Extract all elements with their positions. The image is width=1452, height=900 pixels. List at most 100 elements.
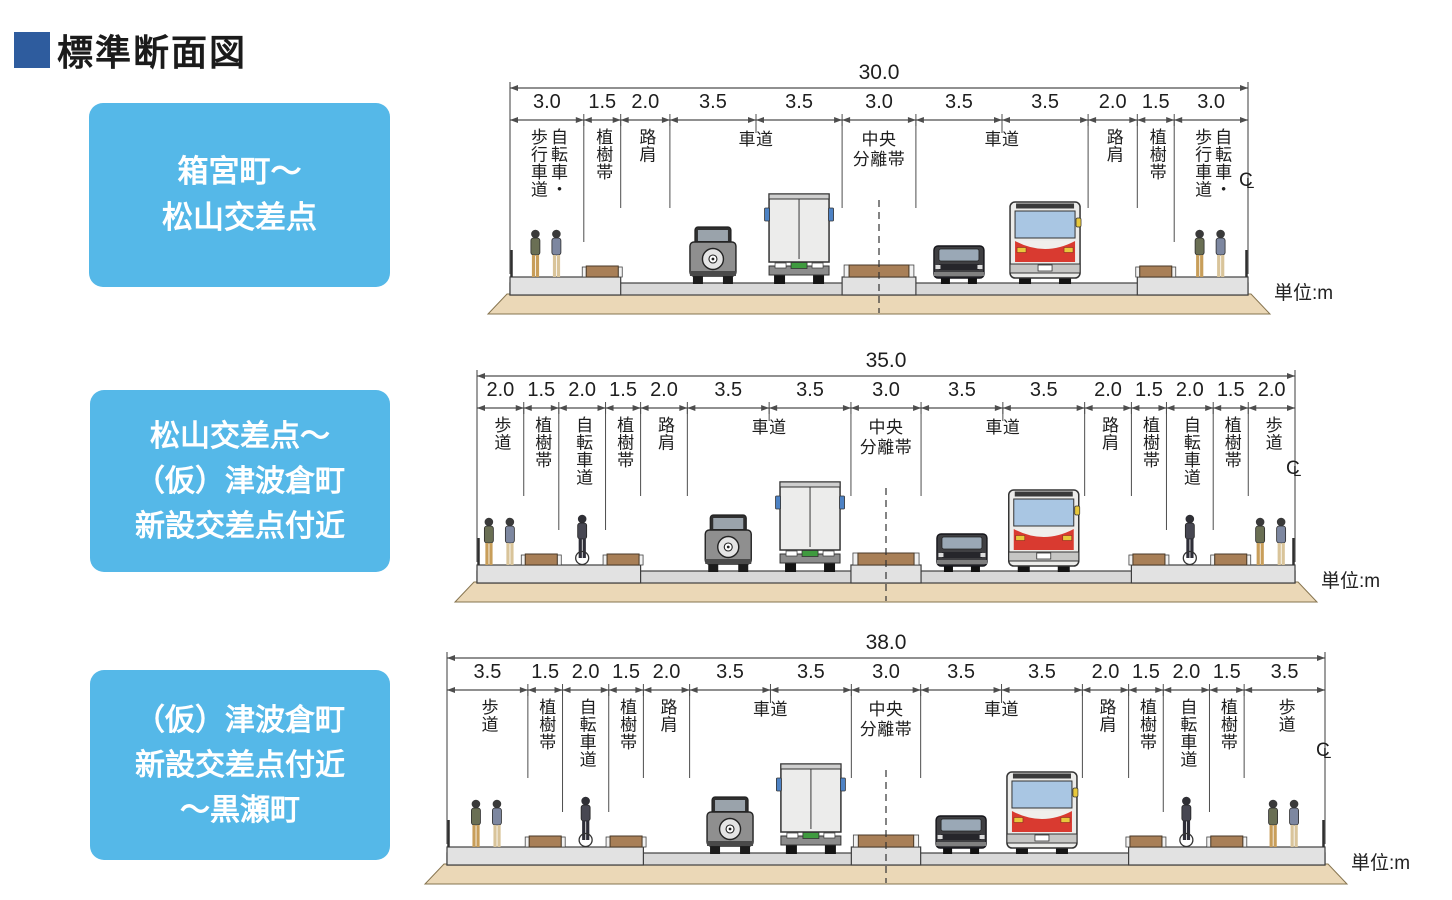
segment-width-label: 3.5 [1028, 661, 1056, 683]
segment-width-label: 1.5 [1132, 661, 1160, 683]
van-icon [935, 815, 987, 854]
segment-width-label: 2.0 [652, 661, 681, 683]
zone-label: 車道 [984, 130, 1020, 149]
segment-width-label: 1.5 [1212, 661, 1241, 683]
truck-icon [776, 763, 846, 854]
segment-width-label: 3.5 [716, 661, 744, 683]
bus-icon [1009, 201, 1082, 284]
zone-label: 中央 分離帯 [852, 130, 906, 170]
zone-label: 車道 [751, 418, 787, 437]
zone-label: 自転車道 [1180, 416, 1200, 486]
segment-width-label: 3.5 [948, 379, 976, 401]
section-range-label: 箱宮町〜 松山交差点 [89, 103, 390, 287]
zone-label: 車道 [985, 418, 1021, 437]
suv-icon [704, 514, 752, 572]
segment-width-label: 3.5 [945, 91, 973, 113]
unit-label: 単位:m [1274, 283, 1334, 304]
segment-width-label: 3.0 [872, 661, 900, 683]
zone-label: 歩道 [1275, 698, 1295, 733]
segment-width-label: 2.0 [1091, 661, 1120, 683]
cyclist-icon [578, 796, 593, 848]
truck-icon [764, 193, 834, 284]
raised-walkway [446, 846, 644, 866]
planting-strip-icon [581, 265, 623, 278]
cyclist-icon [1179, 796, 1194, 848]
segment-width-label: 1.5 [527, 379, 556, 401]
raised-walkway [1136, 276, 1249, 296]
zone-label: 自転車道 [1177, 698, 1197, 768]
raised-walkway [1128, 846, 1326, 866]
total-width-label: 35.0 [865, 349, 907, 372]
zone-label: 植樹帯 [617, 698, 637, 751]
raised-walkway [509, 276, 622, 296]
zone-label: 自転車道 [576, 698, 596, 768]
segment-width-label: 3.5 [1270, 661, 1299, 683]
centerline-l: L [1246, 175, 1255, 192]
segment-width-label: 3.5 [796, 379, 824, 401]
planting-strip-icon [524, 835, 566, 848]
segment-width-label: 1.5 [1135, 379, 1163, 401]
zone-label: 植樹帯 [1146, 128, 1166, 181]
van-icon [933, 245, 985, 284]
segment-width-label: 3.0 [1197, 91, 1225, 113]
segment-width-label: 3.0 [532, 91, 561, 113]
page-heading: 標準断面図 [14, 24, 247, 76]
pedestrians-icon [1194, 229, 1226, 277]
segment-width-label: 2.0 [1175, 379, 1204, 401]
zone-label: 植樹帯 [1221, 416, 1241, 469]
zone-label: 自転車・ 歩行車道 [1192, 128, 1232, 198]
segment-width-label: 3.5 [1029, 379, 1058, 401]
segment-width-label: 1.5 [1216, 379, 1245, 401]
bus-icon [1008, 489, 1081, 572]
section-range-label: 松山交差点〜 （仮）津波倉町 新設交差点付近 [90, 390, 390, 572]
segment-width-label: 1.5 [609, 379, 637, 401]
planting-strip-icon [520, 553, 562, 566]
zone-label: 歩道 [1262, 416, 1282, 451]
segment-width-label: 3.0 [872, 379, 900, 401]
zone-label: 中央 分離帯 [859, 700, 913, 740]
segment-width-label: 3.5 [473, 661, 502, 683]
pedestrians-icon [471, 799, 502, 847]
planting-strip-icon [605, 835, 647, 848]
segment-width-label: 1.5 [1141, 91, 1170, 113]
segment-width-label: 3.5 [797, 661, 825, 683]
zone-label: 路肩 [657, 698, 677, 733]
planting-strip-icon [1210, 553, 1252, 566]
pedestrians-icon [1268, 799, 1299, 847]
zone-label: 路肩 [1096, 698, 1116, 733]
zone-label: 路肩 [654, 416, 674, 451]
segment-width-label: 3.0 [865, 91, 893, 113]
pedestrians-icon [1255, 517, 1287, 565]
zone-label: 自転車道 [573, 416, 593, 486]
zone-label: 植樹帯 [614, 416, 634, 469]
zone-label: 車道 [752, 700, 788, 719]
total-width-label: 30.0 [858, 61, 900, 84]
suv-icon [689, 226, 737, 284]
zone-label: 植樹帯 [593, 128, 613, 181]
zone-label: 歩道 [491, 416, 511, 451]
zone-label: 植樹帯 [536, 698, 556, 751]
centerline-l: L [1323, 745, 1332, 762]
cyclist-icon [575, 514, 590, 566]
segment-width-label: 3.5 [947, 661, 975, 683]
zone-label: 中央 分離帯 [859, 418, 913, 458]
suv-icon [706, 796, 754, 854]
centerline-l: L [1293, 463, 1302, 480]
planting-strip-icon [602, 553, 644, 566]
cross-section-2: 35.0 2.0 1.5 2.0 1.5 2.0 3.5 3.5 3.0 3.5 3.5 2.0 1.5… [453, 346, 1319, 608]
planting-strip-icon [1125, 835, 1167, 848]
segment-width-label: 2.0 [486, 379, 515, 401]
segment-width-label: 1.5 [612, 661, 640, 683]
zone-label: 植樹帯 [1136, 698, 1156, 751]
segment-width-label: 3.5 [714, 379, 743, 401]
segment-width-label: 2.0 [568, 379, 597, 401]
segment-width-label: 2.0 [1094, 379, 1122, 401]
centerline-c: C [1239, 170, 1253, 191]
segment-width-label: 3.5 [699, 91, 727, 113]
pedestrians-icon [483, 517, 515, 565]
planting-strip-icon [1206, 835, 1248, 848]
